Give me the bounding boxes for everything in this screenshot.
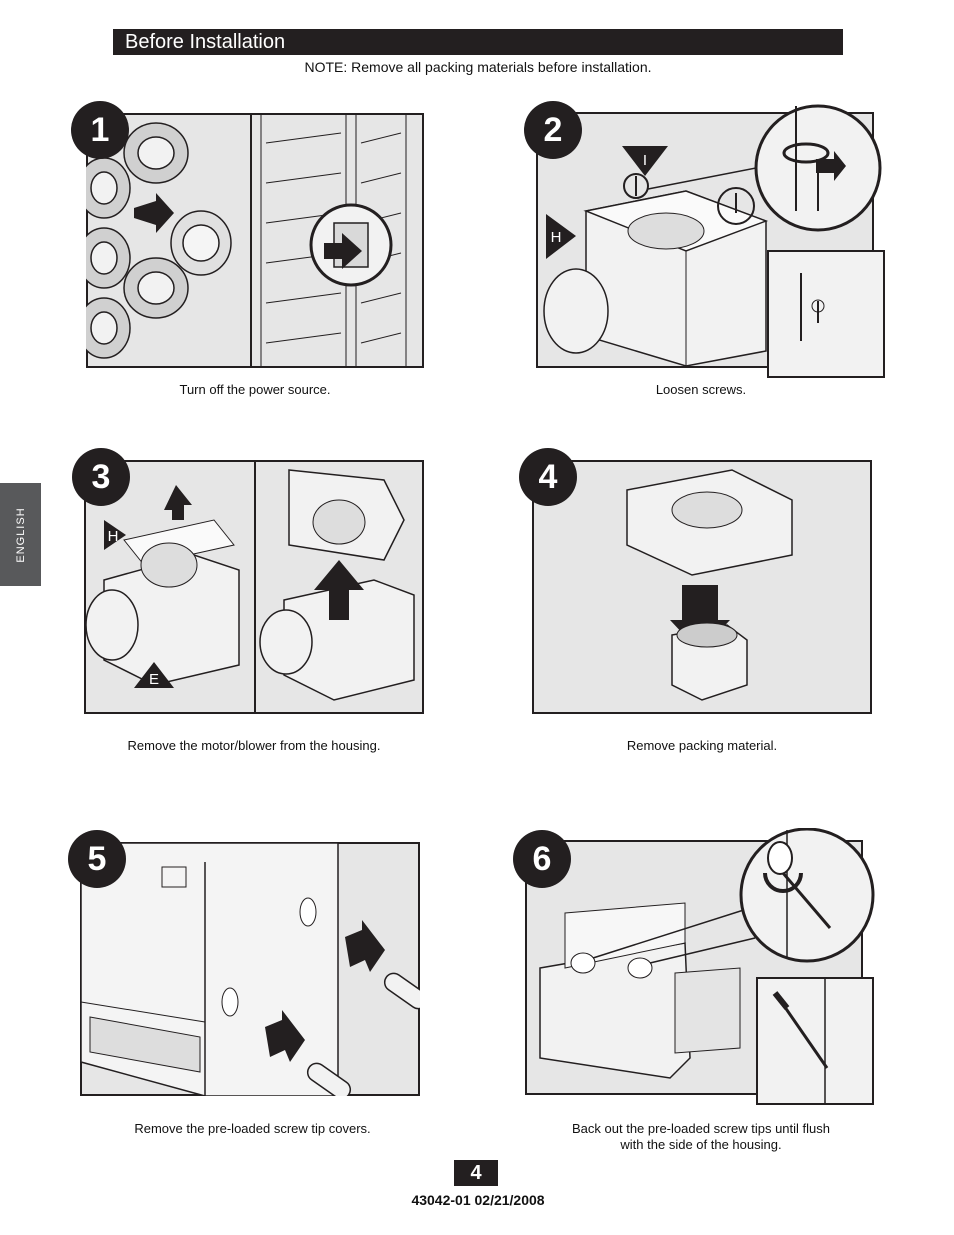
step-1-caption: Turn off the power source. xyxy=(179,382,331,397)
step-5-caption: Remove the pre-loaded screw tip covers. xyxy=(134,1121,371,1136)
step-4-number: 4 xyxy=(519,448,577,506)
step-2-illustration: I H xyxy=(536,101,888,381)
step-6-illustration xyxy=(525,828,877,1108)
step-5-illustration xyxy=(80,842,420,1096)
back-out-screws-drawing xyxy=(525,828,875,1105)
breaker-panel-drawing xyxy=(86,113,424,368)
section-title: Before Installation xyxy=(113,29,843,55)
step-3-caption: Remove the motor/blower from the housing… xyxy=(127,738,381,753)
packing-material-drawing xyxy=(532,460,872,714)
step-3-number: 3 xyxy=(72,448,130,506)
step-6-caption-line2: with the side of the housing. xyxy=(620,1137,782,1152)
step-1-illustration xyxy=(86,113,424,368)
step-6-number: 6 xyxy=(513,830,571,888)
step-4-caption: Remove packing material. xyxy=(626,738,778,753)
page-number: 4 xyxy=(454,1160,498,1186)
callout-h3-label: H xyxy=(108,528,119,545)
step-3-illustration: H E xyxy=(84,460,424,714)
step-2-caption: Loosen screws. xyxy=(655,382,747,397)
step-2-number: 2 xyxy=(524,101,582,159)
step-6-caption: Back out the pre-loaded screw tips until… xyxy=(530,1121,872,1153)
remove-blower-drawing: H E xyxy=(84,460,424,714)
screw-tip-covers-drawing xyxy=(80,842,420,1096)
step-1-number: 1 xyxy=(71,101,129,159)
document-id: 43042-01 02/21/2008 xyxy=(411,1192,545,1208)
step-5-number: 5 xyxy=(68,830,126,888)
packing-note: NOTE: Remove all packing materials befor… xyxy=(304,59,652,75)
language-tab-label: ENGLISH xyxy=(14,506,27,563)
callout-i-label: I xyxy=(643,152,647,169)
callout-h-label: H xyxy=(551,229,562,246)
callout-e-label: E xyxy=(149,671,159,688)
language-tab: ENGLISH xyxy=(0,483,41,586)
step-6-caption-line1: Back out the pre-loaded screw tips until… xyxy=(572,1121,830,1136)
loosen-screws-drawing: I H xyxy=(536,104,885,378)
step-4-illustration xyxy=(532,460,872,714)
